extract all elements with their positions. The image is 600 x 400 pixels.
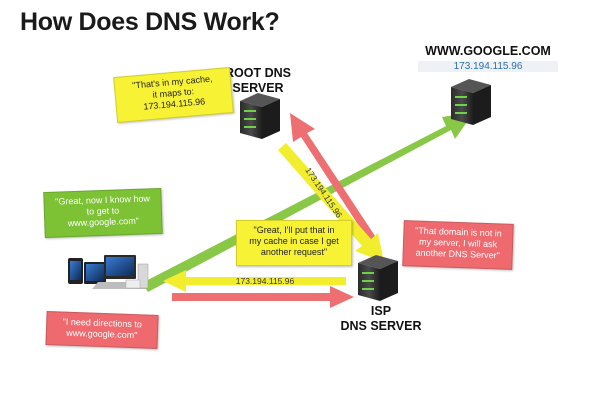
devices-icon bbox=[68, 255, 149, 289]
arrow-root-to-isp bbox=[278, 143, 384, 262]
bubble-line: another DNS Server" bbox=[415, 247, 500, 261]
isp-dns-label-line2: DNS SERVER bbox=[340, 319, 422, 333]
bubble-line: "Great, I'll put that in bbox=[253, 225, 335, 235]
google-domain-label: WWW.GOOGLE.COM bbox=[425, 44, 551, 58]
google-server-icon bbox=[451, 79, 491, 125]
isp-server-icon bbox=[358, 255, 398, 301]
root-dns-label-line1: ROOT DNS bbox=[225, 66, 291, 80]
arrow-isp-to-client bbox=[163, 270, 346, 292]
bubble-client-request: "I need directions to www.google.com" bbox=[45, 311, 159, 349]
arrow-isp-to-root bbox=[290, 113, 379, 246]
isp-dns-label: ISP DNS SERVER bbox=[335, 304, 427, 334]
root-server-icon bbox=[240, 93, 280, 139]
bubble-line: www.google.com" bbox=[67, 215, 140, 229]
bubble-isp-unknown: "That domain is not in my server, I will… bbox=[402, 220, 514, 270]
bubble-line: my cache in case I get bbox=[249, 236, 339, 246]
page-title: How Does DNS Work? bbox=[20, 8, 280, 36]
root-dns-label: ROOT DNS SERVER bbox=[218, 66, 298, 96]
root-dns-label-line2: SERVER bbox=[232, 81, 284, 95]
bubble-isp-cache: "Great, I'll put that in my cache in cas… bbox=[236, 220, 352, 266]
arrow-client-to-isp bbox=[172, 286, 354, 308]
google-ip-label: 173.194.115.96 bbox=[418, 61, 558, 72]
bubble-client-know: "Great, now I know how to get to www.goo… bbox=[43, 187, 163, 239]
bubble-line: another request" bbox=[260, 247, 328, 257]
isp-dns-label-line1: ISP bbox=[370, 304, 392, 318]
bubble-line: www.google.com" bbox=[66, 327, 138, 341]
arrow-client-to-google bbox=[142, 112, 474, 292]
arrow-label-isp-to-client: 173.194.115.96 bbox=[236, 276, 295, 286]
